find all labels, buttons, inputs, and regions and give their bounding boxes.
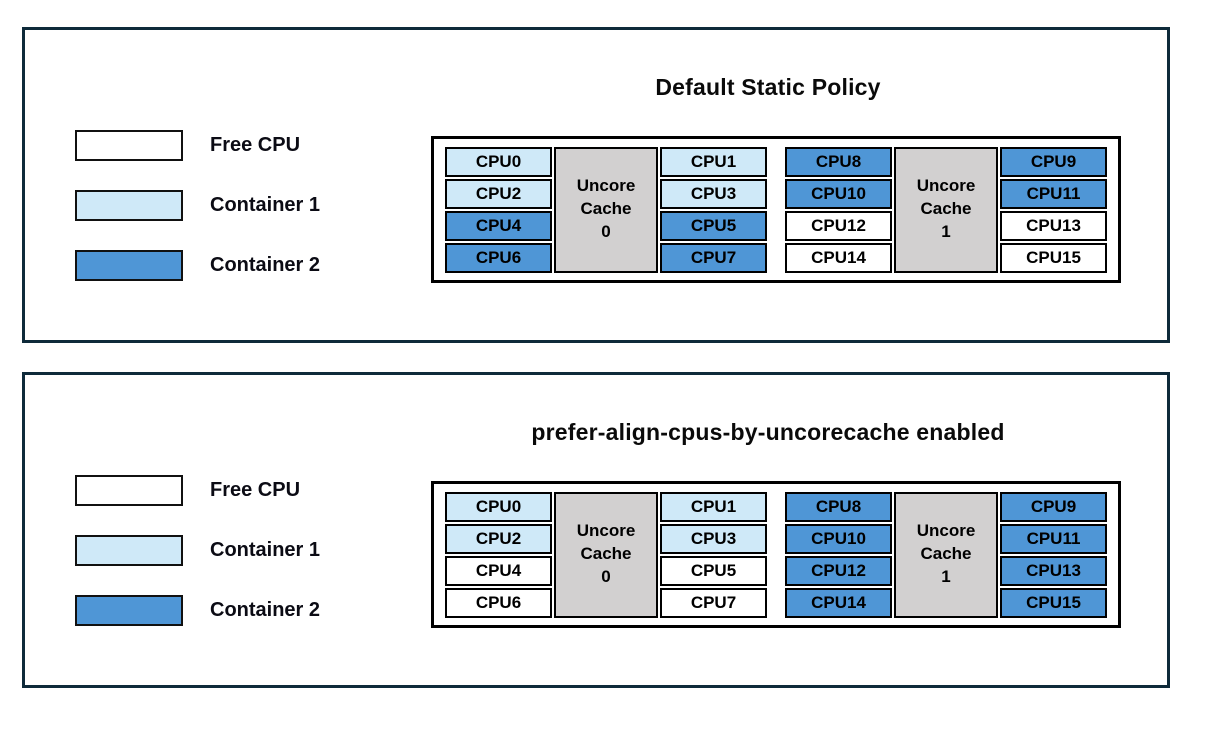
uncore-cache-label-line: 1 bbox=[941, 221, 951, 241]
panel-title: Default Static Policy bbox=[655, 74, 881, 100]
legend-item-free: Free CPU bbox=[75, 130, 320, 161]
cpu-cell-cpu8: CPU8 bbox=[785, 491, 892, 522]
legend: Free CPU Container 1 Container 2 bbox=[75, 130, 320, 310]
legend: Free CPU Container 1 Container 2 bbox=[75, 475, 320, 655]
legend-item-container1: Container 1 bbox=[75, 535, 320, 566]
legend-swatch-container2 bbox=[75, 250, 183, 281]
cpu-cell-cpu8: CPU8 bbox=[785, 146, 892, 177]
panel-prefer-align-cpus-by-uncorecache: prefer-align-cpus-by-uncorecache enabled… bbox=[22, 372, 1170, 688]
uncore-cache-label-line: 0 bbox=[601, 566, 611, 586]
legend-swatch-free bbox=[75, 130, 183, 161]
legend-label: Container 1 bbox=[210, 194, 321, 216]
cpu-cell-cpu9: CPU9 bbox=[1000, 491, 1107, 522]
uncore-cache-label-line: Cache bbox=[580, 199, 632, 219]
uncore-cache-label-line: Cache bbox=[920, 199, 972, 219]
legend-label: Container 2 bbox=[210, 599, 321, 621]
legend-label: Free CPU bbox=[210, 134, 301, 156]
cpu-cell-cpu2: CPU2 bbox=[445, 523, 552, 554]
legend-swatch-container1 bbox=[75, 535, 183, 566]
cpu-cell-cpu12: CPU12 bbox=[785, 210, 892, 241]
uncore-cache-label-line: Uncore bbox=[576, 176, 636, 196]
uncore-cache-label-line: Cache bbox=[920, 544, 972, 564]
legend-swatch-container1 bbox=[75, 190, 183, 221]
cpu-cell-cpu2: CPU2 bbox=[445, 178, 552, 209]
legend-item-container1: Container 1 bbox=[75, 190, 320, 221]
cpu-cell-cpu0: CPU0 bbox=[445, 491, 552, 522]
cpu-cell-cpu5: CPU5 bbox=[660, 555, 767, 586]
cpu-cell-cpu10: CPU10 bbox=[785, 523, 892, 554]
legend-swatch-free bbox=[75, 475, 183, 506]
cpu-cell-cpu9: CPU9 bbox=[1000, 146, 1107, 177]
cpu-cell-cpu5: CPU5 bbox=[660, 210, 767, 241]
cpu-cell-cpu12: CPU12 bbox=[785, 555, 892, 586]
cpu-cell-cpu13: CPU13 bbox=[1000, 210, 1107, 241]
legend-item-container2: Container 2 bbox=[75, 595, 320, 626]
panel-title: prefer-align-cpus-by-uncorecache enabled bbox=[531, 419, 1005, 445]
cpu-cell-cpu1: CPU1 bbox=[660, 146, 767, 177]
legend-label: Container 2 bbox=[210, 254, 321, 276]
uncore-cache-label-line: Uncore bbox=[576, 521, 636, 541]
uncore-cache-label-line: Uncore bbox=[916, 176, 976, 196]
cpu-cell-cpu11: CPU11 bbox=[1000, 523, 1107, 554]
uncore-cache-label-line: Cache bbox=[580, 544, 632, 564]
cpu-cell-cpu1: CPU1 bbox=[660, 491, 767, 522]
legend-label: Container 1 bbox=[210, 539, 321, 561]
legend-label: Free CPU bbox=[210, 479, 301, 501]
cpu-cell-cpu4: CPU4 bbox=[445, 555, 552, 586]
cpu-cell-cpu7: CPU7 bbox=[660, 242, 767, 273]
panel-default-static-policy: Default Static Policy Free CPU Container … bbox=[22, 27, 1170, 343]
uncore-cache-label-line: 0 bbox=[601, 221, 611, 241]
cpu-cell-cpu13: CPU13 bbox=[1000, 555, 1107, 586]
cpu-cell-cpu3: CPU3 bbox=[660, 523, 767, 554]
cpu-cell-cpu6: CPU6 bbox=[445, 587, 552, 618]
cpu-cell-cpu14: CPU14 bbox=[785, 587, 892, 618]
legend-swatch-container2 bbox=[75, 595, 183, 626]
cpu-cell-cpu15: CPU15 bbox=[1000, 242, 1107, 273]
cpu-cell-cpu15: CPU15 bbox=[1000, 587, 1107, 618]
uncore-cache-label-line: 1 bbox=[941, 566, 951, 586]
legend-item-container2: Container 2 bbox=[75, 250, 320, 281]
cpu-cell-cpu7: CPU7 bbox=[660, 587, 767, 618]
cpu-cell-cpu14: CPU14 bbox=[785, 242, 892, 273]
cpu-cell-cpu10: CPU10 bbox=[785, 178, 892, 209]
cpu-cell-cpu3: CPU3 bbox=[660, 178, 767, 209]
cpu-cell-cpu4: CPU4 bbox=[445, 210, 552, 241]
legend-item-free: Free CPU bbox=[75, 475, 320, 506]
cpu-cell-cpu11: CPU11 bbox=[1000, 178, 1107, 209]
cpu-cell-cpu6: CPU6 bbox=[445, 242, 552, 273]
uncore-cache-label-line: Uncore bbox=[916, 521, 976, 541]
cpu-cell-cpu0: CPU0 bbox=[445, 146, 552, 177]
